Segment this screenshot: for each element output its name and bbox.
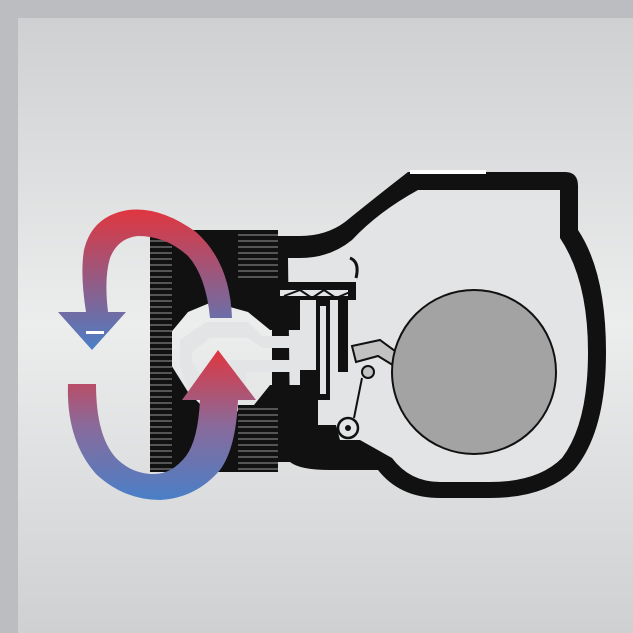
valve-stem-inner [320,306,326,394]
lever-roller-hub [345,425,351,431]
flow-arrow-highlight [86,331,104,334]
float-ball [392,290,556,454]
orifice [300,370,318,430]
lever-pivot [362,366,374,378]
top-cap-highlight [410,170,486,174]
cover-threads [150,230,172,472]
threaded-ring-bottom [238,405,278,472]
threaded-ring-top [238,230,278,282]
